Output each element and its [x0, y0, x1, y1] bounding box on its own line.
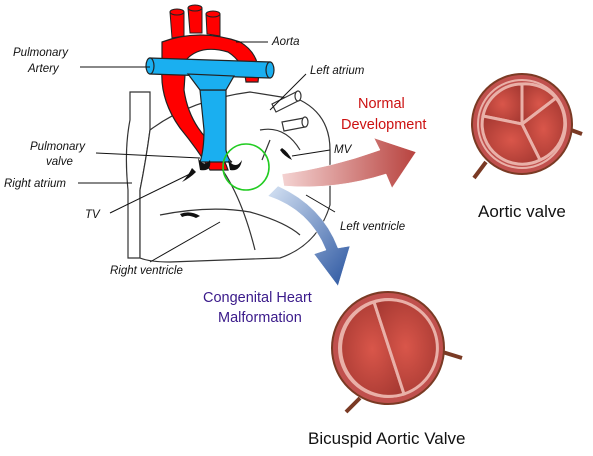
ventricle-cavity [159, 128, 301, 236]
label-aorta: Aorta [271, 36, 300, 48]
label-pulmonary-valve-1: Pulmonary [30, 141, 86, 153]
pulmonary-valve-cusp [198, 158, 211, 171]
congenital-malformation-arrow [267, 185, 351, 287]
leader-lines [78, 41, 336, 263]
label-mv: MV [334, 144, 353, 156]
aortic-valve-caption: Aortic valve [478, 202, 566, 221]
label-pulmonary-valve-2: valve [46, 156, 73, 168]
aortic-valve-tricuspid [471, 73, 583, 180]
congenital-label-2: Malformation [218, 310, 302, 326]
pulmonary-trunk [199, 89, 233, 163]
normal-development-label-2: Development [341, 117, 426, 133]
label-left-atrium: Left atrium [310, 65, 365, 77]
label-right-atrium: Right atrium [4, 178, 66, 190]
aortic-valve-cusp [228, 160, 242, 171]
mv-cusp [280, 148, 292, 160]
bicuspid-caption: Bicuspid Aortic Valve [308, 429, 465, 448]
tv-cusp [182, 168, 196, 182]
valve-cusps [180, 148, 292, 218]
anatomy-labels: Pulmonary Artery Aorta Left atrium Pulmo… [4, 36, 405, 277]
congenital-label-1: Congenital Heart [203, 290, 312, 306]
normal-development-label-1: Normal [358, 96, 405, 112]
bicuspid-aortic-valve [331, 291, 463, 414]
label-pulmonary-artery-1: Pulmonary [13, 47, 69, 59]
aorta-branch [169, 11, 185, 39]
pulmonary-veins [261, 90, 309, 161]
label-right-ventricle: Right ventricle [110, 265, 183, 277]
label-left-ventricle: Left ventricle [340, 221, 405, 233]
normal-development-arrow [281, 137, 417, 189]
label-pulmonary-artery-2: Artery [27, 63, 60, 75]
aortic-valve-highlight [222, 143, 270, 191]
aorta-branch [187, 7, 203, 34]
pulmonary-artery [145, 57, 275, 163]
tv-leaflet [180, 212, 200, 218]
label-tv: TV [85, 209, 101, 221]
